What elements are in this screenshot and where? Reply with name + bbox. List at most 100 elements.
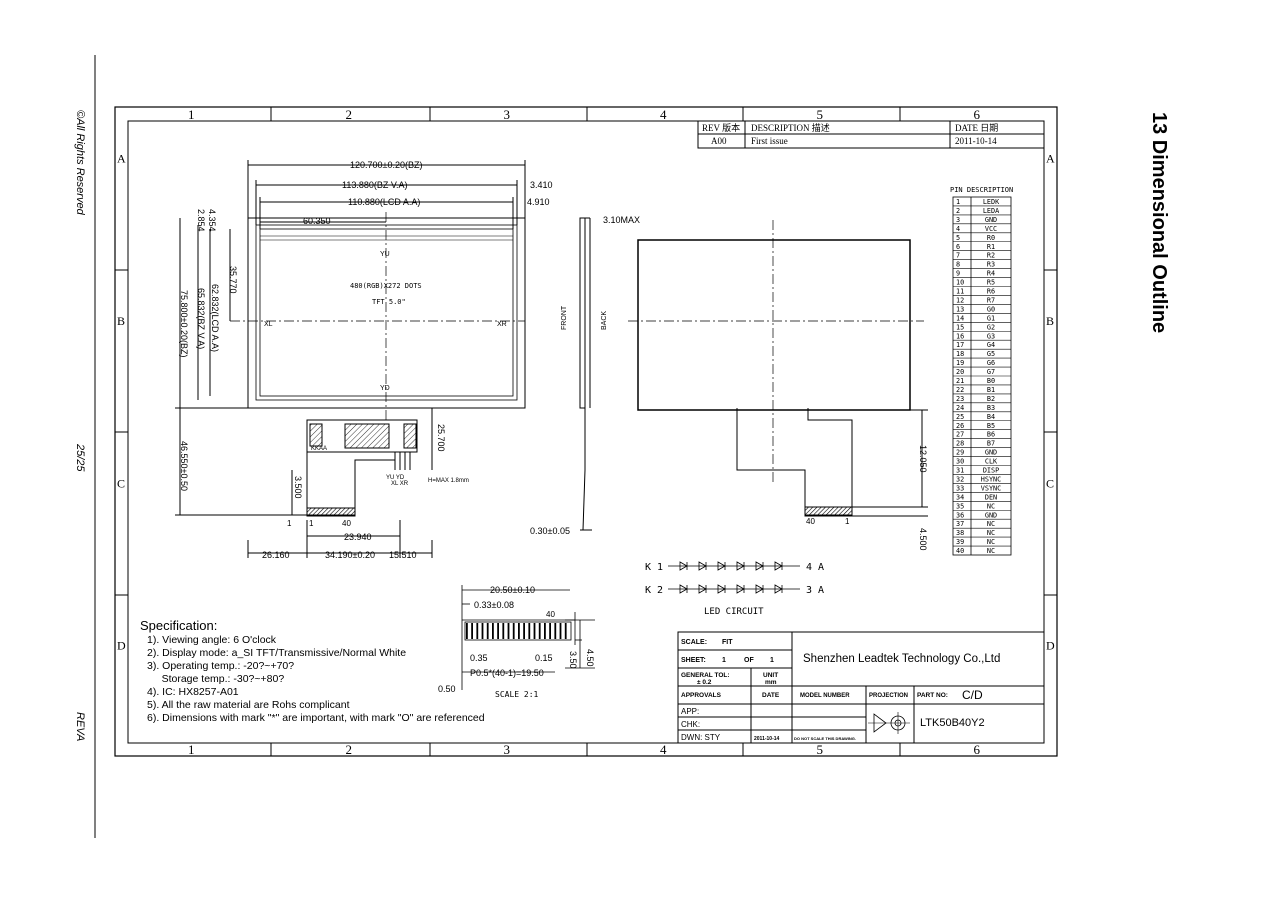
fpc-detail-labels: 20.50±0.10 0.33±0.08 40 0.35 0.15 P0.5*(… bbox=[438, 585, 595, 699]
dim-bottom-1: 23.940 bbox=[344, 532, 372, 542]
led-diode bbox=[698, 584, 707, 594]
tb-approvals: APPROVALS bbox=[681, 692, 722, 699]
fpc-pin-strips bbox=[466, 623, 567, 639]
pin-number: 4 bbox=[956, 225, 960, 233]
tb-app: APP: bbox=[681, 707, 699, 716]
conn-label-bottom: XL XR bbox=[391, 481, 409, 487]
pin-number: 9 bbox=[956, 270, 960, 278]
pin-number: 38 bbox=[956, 529, 964, 537]
pin-number: 25 bbox=[956, 413, 964, 421]
title-block bbox=[677, 631, 1045, 744]
dim-fpc-gap: 0.33±0.08 bbox=[474, 600, 514, 610]
frame-row-left-A: A bbox=[117, 152, 126, 166]
frame-column-top-6: 6 bbox=[974, 107, 981, 122]
dim-back-fpc: 12.050 bbox=[918, 445, 928, 473]
front-view-labels: 120.700±0.20(BZ) 113.880(BZ V.A) 110.880… bbox=[179, 160, 553, 560]
pin-signal: R4 bbox=[987, 270, 995, 278]
pin-number: 16 bbox=[956, 332, 964, 340]
led-diode bbox=[717, 561, 726, 571]
dim-fpc-width: 20.50±0.10 bbox=[490, 585, 535, 595]
pin-signal: G1 bbox=[987, 314, 995, 322]
pin-number: 34 bbox=[956, 493, 964, 501]
dim-right-2: 4.910 bbox=[527, 197, 550, 207]
revision-table: REV 版本 DESCRIPTION 描述 DATE 日期 A00 First … bbox=[697, 120, 1045, 149]
spec-line-4: Storage temp.: -30?~+80? bbox=[147, 673, 284, 685]
tb-model-number: MODEL NUMBER bbox=[800, 693, 850, 699]
fpc-pins bbox=[464, 621, 572, 641]
back-view bbox=[628, 220, 928, 517]
led-diode bbox=[717, 584, 726, 594]
fpc-pin-40: 40 bbox=[546, 610, 555, 619]
led-diode bbox=[679, 584, 688, 594]
led-a4: 4 A bbox=[806, 562, 824, 573]
pin-signal: LEDK bbox=[983, 198, 1000, 206]
pin-number: 14 bbox=[956, 314, 964, 322]
pin-signal: R6 bbox=[987, 288, 995, 296]
pin-number: 11 bbox=[956, 288, 964, 296]
page-number: 25/25 bbox=[74, 444, 86, 472]
pin-signal: B7 bbox=[987, 440, 995, 448]
pin-signal: NC bbox=[987, 520, 995, 528]
fpc-contacts bbox=[306, 507, 356, 517]
pin-signal: B4 bbox=[987, 413, 995, 421]
dim-fpc-thickness: 0.30±0.05 bbox=[530, 526, 570, 536]
dim-va-width: 113.880(BZ V.A) bbox=[342, 180, 408, 190]
pin-signal: NC bbox=[987, 547, 995, 555]
pin-row: 38 NC bbox=[956, 529, 995, 537]
pin-signal: G3 bbox=[987, 332, 995, 340]
pin-signal: B2 bbox=[987, 395, 995, 403]
dim-fpc-350: 3.50 bbox=[568, 651, 578, 669]
back-view-labels: 12.050 4.500 40 1 bbox=[806, 445, 928, 551]
label-xr: XR bbox=[497, 321, 507, 328]
frame-column-bottom-3: 3 bbox=[504, 742, 511, 757]
side-view bbox=[579, 217, 592, 531]
pin-signal: CLK bbox=[985, 458, 998, 466]
pin-signal: NC bbox=[987, 529, 995, 537]
tb-part-no: PART NO: bbox=[917, 692, 948, 699]
pin-number: 8 bbox=[956, 261, 960, 269]
pin-number: 33 bbox=[956, 484, 964, 492]
ic-chip bbox=[344, 423, 390, 449]
pin-row: 9 R4 bbox=[956, 270, 995, 278]
frame-row-right-C: C bbox=[1046, 477, 1054, 491]
tb-no-scale: DO NOT SCALE THIS DRAWING. bbox=[794, 736, 856, 741]
front-view bbox=[175, 160, 526, 558]
frame-column-top-2: 2 bbox=[346, 107, 353, 122]
pin-signal: VCC bbox=[985, 225, 997, 233]
pin-signal: VSYNC bbox=[981, 484, 1001, 492]
pin-1-left: 1 bbox=[287, 519, 292, 528]
description-header: DESCRIPTION 描述 bbox=[751, 122, 830, 133]
pin-number: 31 bbox=[956, 467, 964, 475]
specification: Specification: 1). Viewing angle: 6 O'cl… bbox=[140, 618, 485, 724]
tb-tol-label: GENERAL TOL: bbox=[681, 672, 730, 679]
bezel-outline bbox=[247, 217, 526, 409]
tb-sheet-total: 1 bbox=[770, 657, 774, 664]
led-k2: K 2 bbox=[645, 585, 663, 596]
back-pin-1: 1 bbox=[845, 517, 850, 526]
pin-table-title: PIN DESCRIPTION bbox=[950, 186, 1013, 194]
pin-number: 2 bbox=[956, 207, 960, 215]
frame-column-top-3: 3 bbox=[504, 107, 511, 122]
pin-signal: R2 bbox=[987, 252, 995, 260]
dim-fpc-050: 0.50 bbox=[438, 684, 456, 694]
frame-column-bottom-6: 6 bbox=[974, 742, 981, 757]
pin-signal: NC bbox=[987, 502, 995, 510]
fpc-board bbox=[306, 419, 418, 453]
